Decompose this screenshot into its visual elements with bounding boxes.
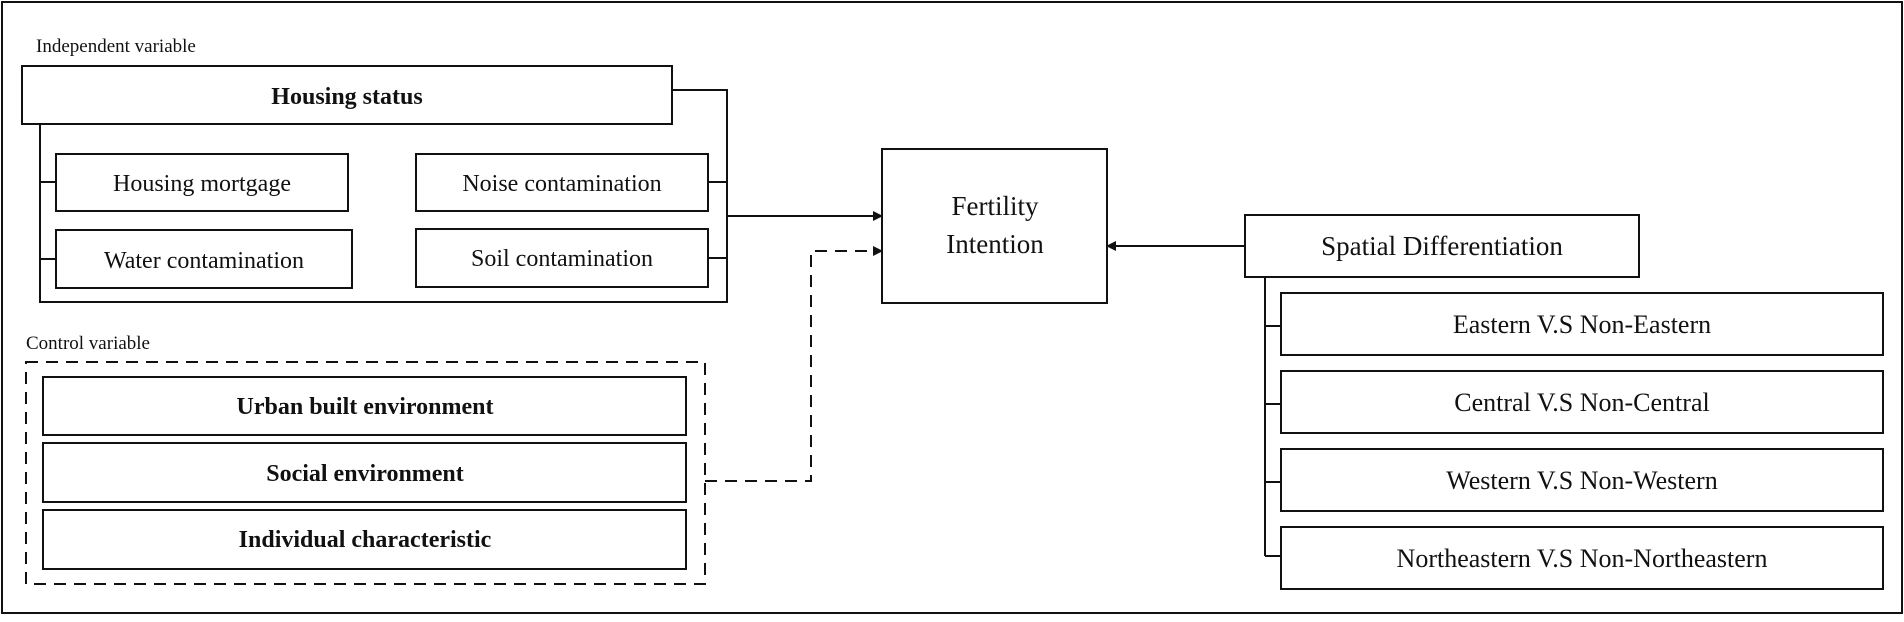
northeastern-box: [1280, 526, 1884, 590]
soil-contamination-text: Soil contamination: [471, 246, 653, 272]
spatial-differentiation-box: [1244, 214, 1640, 278]
control-variable-label: Control variable: [26, 333, 150, 354]
western-text: Western V.S Non-Western: [1446, 466, 1717, 495]
urban-built-environment-text: Urban built environment: [237, 394, 494, 420]
western-box: [1280, 448, 1884, 512]
central-text: Central V.S Non-Central: [1454, 388, 1709, 417]
housing-status-text: Housing status: [271, 84, 422, 110]
independent-variable-label: Independent variable: [36, 36, 196, 57]
fertility-intention-line1: Fertility: [952, 191, 1039, 221]
housing-status-box: [21, 65, 673, 125]
fertility-intention-line2: Intention: [946, 229, 1044, 259]
spatial-differentiation-text: Spatial Differentiation: [1321, 231, 1563, 261]
soil-contamination-box: [415, 228, 709, 288]
independent-bracket: [39, 89, 728, 303]
individual-characteristic-text: Individual characteristic: [239, 527, 492, 553]
housing-mortgage-text: Housing mortgage: [113, 171, 291, 197]
individual-characteristic-box: [42, 509, 687, 570]
northeastern-text: Northeastern V.S Non-Northeastern: [1397, 544, 1768, 573]
urban-built-environment-box: [42, 376, 687, 436]
arrow-control-to-fertility: [705, 246, 883, 482]
housing-mortgage-box: [55, 153, 349, 212]
control-dashed-frame: [25, 361, 706, 585]
eastern-box: [1280, 292, 1884, 356]
water-contamination-box: [55, 229, 353, 289]
social-environment-text: Social environment: [266, 461, 464, 487]
noise-contamination-box: [415, 153, 709, 212]
social-environment-box: [42, 442, 687, 503]
central-box: [1280, 370, 1884, 434]
fertility-intention-box: [881, 148, 1108, 304]
water-contamination-text: Water contamination: [104, 248, 304, 274]
eastern-text: Eastern V.S Non-Eastern: [1453, 310, 1711, 339]
noise-contamination-text: Noise contamination: [462, 171, 661, 197]
